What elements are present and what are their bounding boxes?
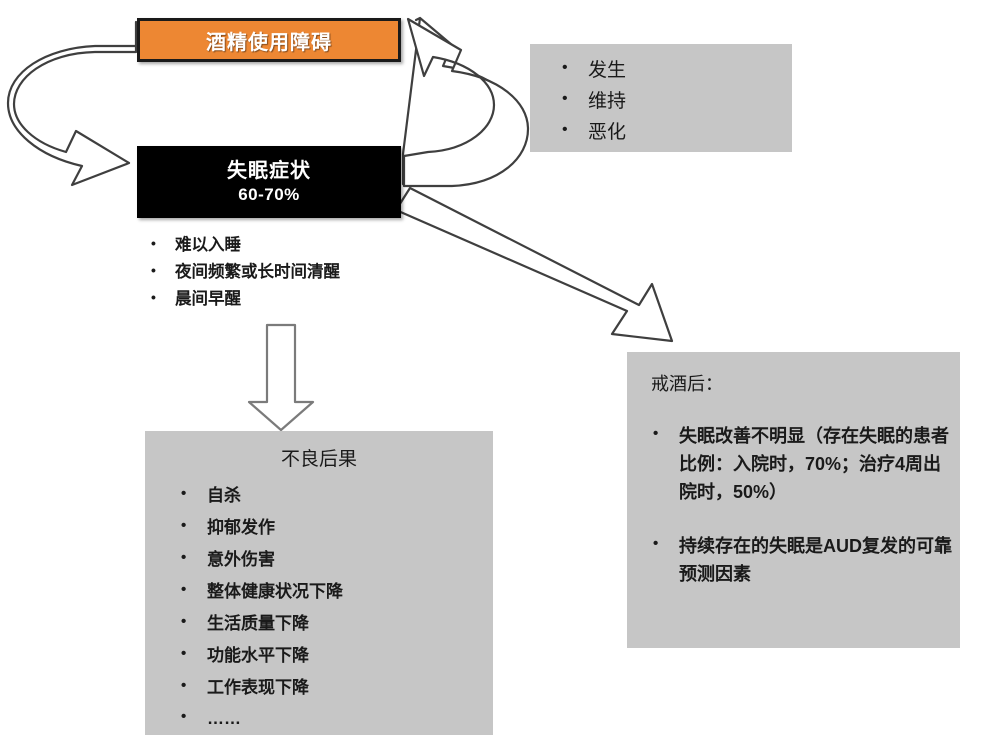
insomnia-symptom-list-group: 难以入睡 夜间频繁或长时间清醒 晨间早醒 [143,232,463,313]
node-insomnia-symptoms-label: 失眠症状 [227,159,311,182]
list-item: 维持 [558,86,792,118]
list-item: 意外伤害 [177,544,493,576]
list-item: 夜间频繁或长时间清醒 [143,259,463,286]
list-item: 整体健康状况下降 [177,576,493,608]
node-alcohol-use-disorder-label: 酒精使用障碍 [206,31,332,54]
after-abstinence-title: 戒酒后： [651,374,723,394]
node-alcohol-use-disorder: 酒精使用障碍 [137,18,401,62]
list-item: 自杀 [177,480,493,512]
list-item: 恶化 [558,117,792,149]
list-item: 工作表现下降 [177,672,493,704]
insomnia-symptom-list: 难以入睡 夜间频繁或长时间清醒 晨间早醒 [143,232,463,313]
adverse-consequences-list: 自杀 抑郁发作 意外伤害 整体健康状况下降 生活质量下降 功能水平下降 工作表现… [145,480,493,736]
curved-arrow-insomnia-to-aud-icon [401,16,525,186]
onset-list: 发生 维持 恶化 [558,55,792,149]
node-insomnia-prevalence: 60-70% [238,184,300,204]
list-item: 发生 [558,55,792,87]
list-item: 难以入睡 [143,232,463,259]
list-item: 晨间早醒 [143,286,463,313]
list-item: 持续存在的失眠是AUD复发的可靠预测因素 [649,532,960,588]
down-arrow-to-consequences-icon [247,323,315,432]
node-insomnia-symptoms: 失眠症状 60-70% [137,146,401,218]
onset-maintenance-worsening-box: 发生 维持 恶化 [530,44,792,152]
list-item: …… [177,703,493,735]
list-item: 生活质量下降 [177,608,493,640]
list-item: 失眠改善不明显（存在失眠的患者比例：入院时，70%；治疗4周出院时，50%） [649,422,960,506]
after-abstinence-box: 戒酒后： 失眠改善不明显（存在失眠的患者比例：入院时，70%；治疗4周出院时，5… [627,352,960,648]
list-item: 抑郁发作 [177,512,493,544]
after-abstinence-list: 失眠改善不明显（存在失眠的患者比例：入院时，70%；治疗4周出院时，50%） 持… [649,422,960,588]
adverse-consequences-title: 不良后果 [280,449,357,470]
curved-arrow-insomnia-to-aud-body-icon [402,17,530,188]
adverse-consequences-box: 不良后果 自杀 抑郁发作 意外伤害 整体健康状况下降 生活质量下降 功能水平下降… [145,431,493,735]
curved-arrow-aud-to-insomnia-icon [6,20,138,187]
list-item: 功能水平下降 [177,640,493,672]
